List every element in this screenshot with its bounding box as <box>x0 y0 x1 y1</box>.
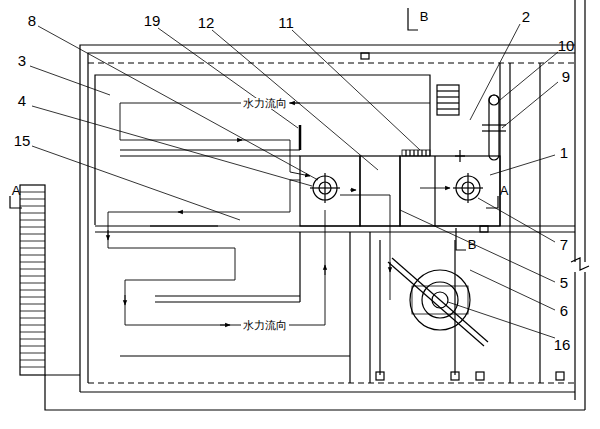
callout-number: 12 <box>198 15 215 30</box>
callout-number: 15 <box>14 133 31 148</box>
callout-number: 8 <box>28 13 36 28</box>
callout-number: 9 <box>562 69 570 84</box>
callout-number: 19 <box>144 13 161 28</box>
flow-direction-label: 水力流向 <box>241 98 289 109</box>
callout-number: 11 <box>278 15 294 30</box>
callout-number: 3 <box>18 53 26 68</box>
callout-number: 16 <box>554 337 571 352</box>
callout-number: 10 <box>558 38 575 53</box>
section-mark: B <box>468 238 477 251</box>
callout-number: 4 <box>18 93 26 108</box>
flow-direction-label: 水力流向 <box>241 320 289 331</box>
section-mark: A <box>500 184 509 197</box>
callout-number: 6 <box>560 303 568 318</box>
callout-number: 2 <box>522 9 530 24</box>
callout-number: 5 <box>560 275 568 290</box>
section-mark: A <box>12 184 21 197</box>
callout-number: 1 <box>560 145 568 160</box>
callout-number: 7 <box>560 237 568 252</box>
section-mark: B <box>420 10 429 23</box>
